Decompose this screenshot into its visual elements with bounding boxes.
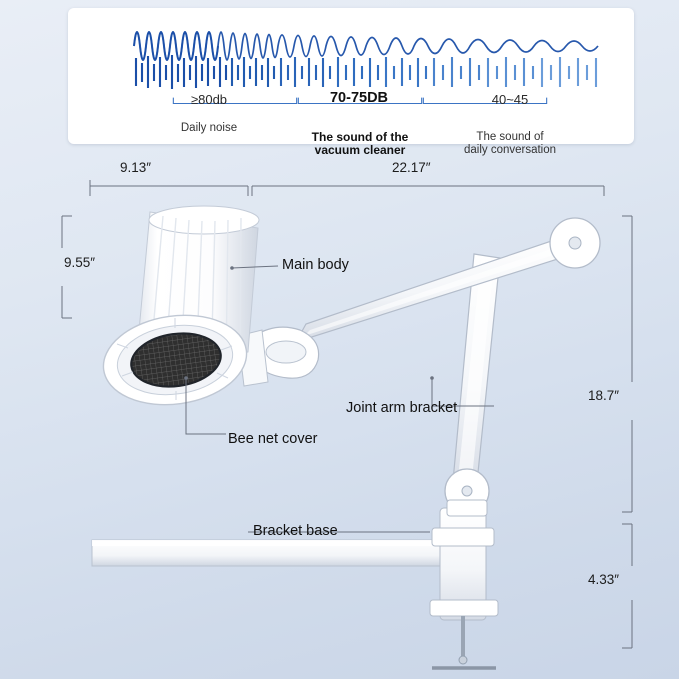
- noise-value-1: ≥80db: [190, 92, 228, 107]
- callout-joint-arm-bracket: Joint arm bracket: [346, 400, 458, 416]
- dimension-right-upper: 18.7″: [588, 388, 620, 403]
- dimension-top-right: 22.17″: [392, 160, 431, 175]
- joint-arm-bracket-part: [237, 326, 320, 387]
- scale-brackets: [172, 97, 548, 105]
- noise-caption-3-text: The sound of daily conversation: [463, 131, 557, 156]
- bee-net-cover: [102, 314, 248, 406]
- noise-caption-1: Daily noise: [134, 122, 284, 135]
- dimension-lines-right: [622, 215, 633, 649]
- noise-caption-2: The sound of the vacuum cleaner: [284, 118, 436, 157]
- noise-caption-2-text: The sound of the vacuum cleaner: [311, 130, 409, 157]
- main-body-cylinder: [134, 205, 260, 375]
- noise-labels-row: ≥80db 70-75DB 40~45: [68, 90, 634, 114]
- lower-arm: [444, 253, 501, 517]
- waveform-svg: [133, 31, 599, 61]
- callout-main-body: Main body: [282, 257, 349, 273]
- noise-value-2: 70-75DB: [329, 90, 389, 106]
- noise-caption-1-text: Daily noise: [180, 122, 238, 134]
- dimension-top-left: 9.13″: [120, 160, 152, 175]
- desk-bar: [91, 539, 453, 567]
- bar-ticks-svg: [134, 55, 598, 89]
- waveform-graphic: [68, 16, 634, 89]
- callout-bee-net-cover: Bee net cover: [228, 431, 318, 447]
- noise-value-3: 40~45: [491, 92, 529, 107]
- upper-arm: [294, 217, 601, 344]
- bracket-base-clamp: [429, 507, 499, 670]
- dimension-right-lower: 4.33″: [588, 572, 620, 587]
- noise-caption-3: The sound of daily conversation: [434, 118, 586, 157]
- noise-level-card: ≥80db 70-75DB 40~45 Daily noise The soun…: [68, 8, 634, 157]
- callout-leader-lines: [184, 265, 494, 533]
- callout-bracket-base: Bracket base: [253, 523, 338, 539]
- dimension-left-upper: 9.55″: [64, 255, 96, 270]
- dimension-lines-top: [89, 180, 605, 196]
